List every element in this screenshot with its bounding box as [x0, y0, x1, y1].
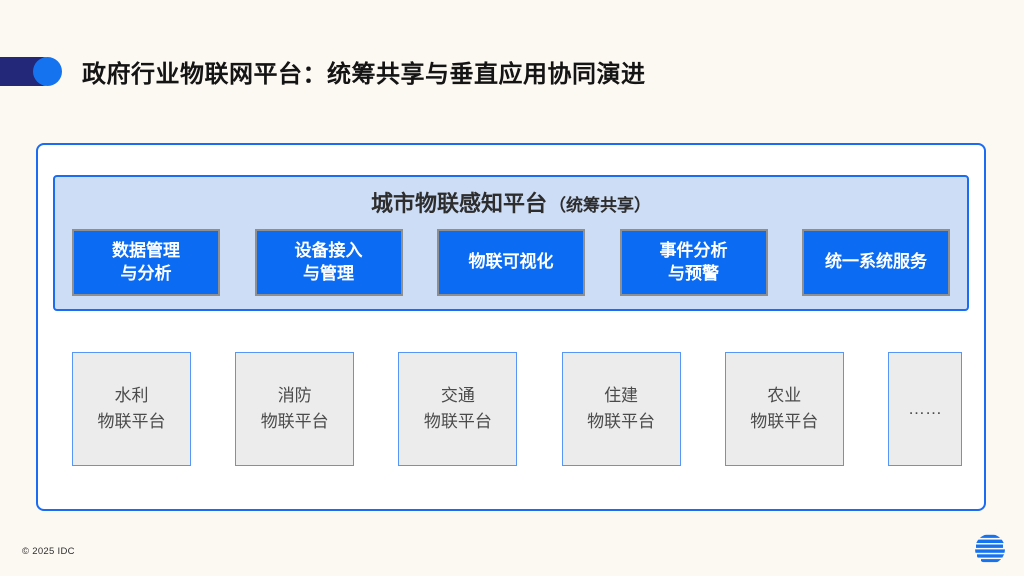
vertical-box-ellipsis: …… [887, 352, 962, 466]
service-box-device-access: 设备接入 与管理 [254, 229, 403, 296]
city-iot-platform-panel: 城市物联感知平台（统筹共享） 数据管理 与分析 设备接入 与管理 物联可视化 事… [53, 175, 969, 311]
vertical-box-traffic: 交通 物联平台 [398, 352, 518, 466]
panel-title-main: 城市物联感知平台 [370, 191, 547, 216]
idc-globe-logo [974, 533, 1006, 565]
vertical-box-water: 水利 物联平台 [72, 352, 191, 466]
panel-title-suffix: （统筹共享） [549, 196, 651, 215]
title-accent-shape [0, 57, 64, 86]
platform-services-row: 数据管理 与分析 设备接入 与管理 物联可视化 事件分析 与预警 统一系统服务 [55, 229, 967, 296]
service-box-iot-visualization: 物联可视化 [437, 229, 585, 296]
vertical-box-agriculture: 农业 物联平台 [724, 352, 844, 466]
architecture-frame: 城市物联感知平台（统筹共享） 数据管理 与分析 设备接入 与管理 物联可视化 事… [36, 143, 986, 511]
copyright-text: © 2025 IDC [22, 546, 75, 557]
header: 政府行业物联网平台：统筹共享与垂直应用协同演进 [0, 54, 646, 89]
vertical-box-fire: 消防 物联平台 [235, 352, 355, 466]
page-title: 政府行业物联网平台：统筹共享与垂直应用协同演进 [82, 61, 646, 88]
panel-title: 城市物联感知平台（统筹共享） [55, 186, 967, 218]
service-box-unified-services: 统一系统服务 [802, 229, 950, 296]
service-box-data-management: 数据管理 与分析 [72, 229, 220, 296]
service-box-event-analysis: 事件分析 与预警 [619, 229, 768, 296]
title-accent-dot [33, 57, 62, 86]
vertical-box-housing: 住建 物联平台 [561, 352, 681, 466]
vertical-platforms-row: 水利 物联平台 消防 物联平台 交通 物联平台 住建 物联平台 农业 物联平台 … [72, 352, 962, 466]
